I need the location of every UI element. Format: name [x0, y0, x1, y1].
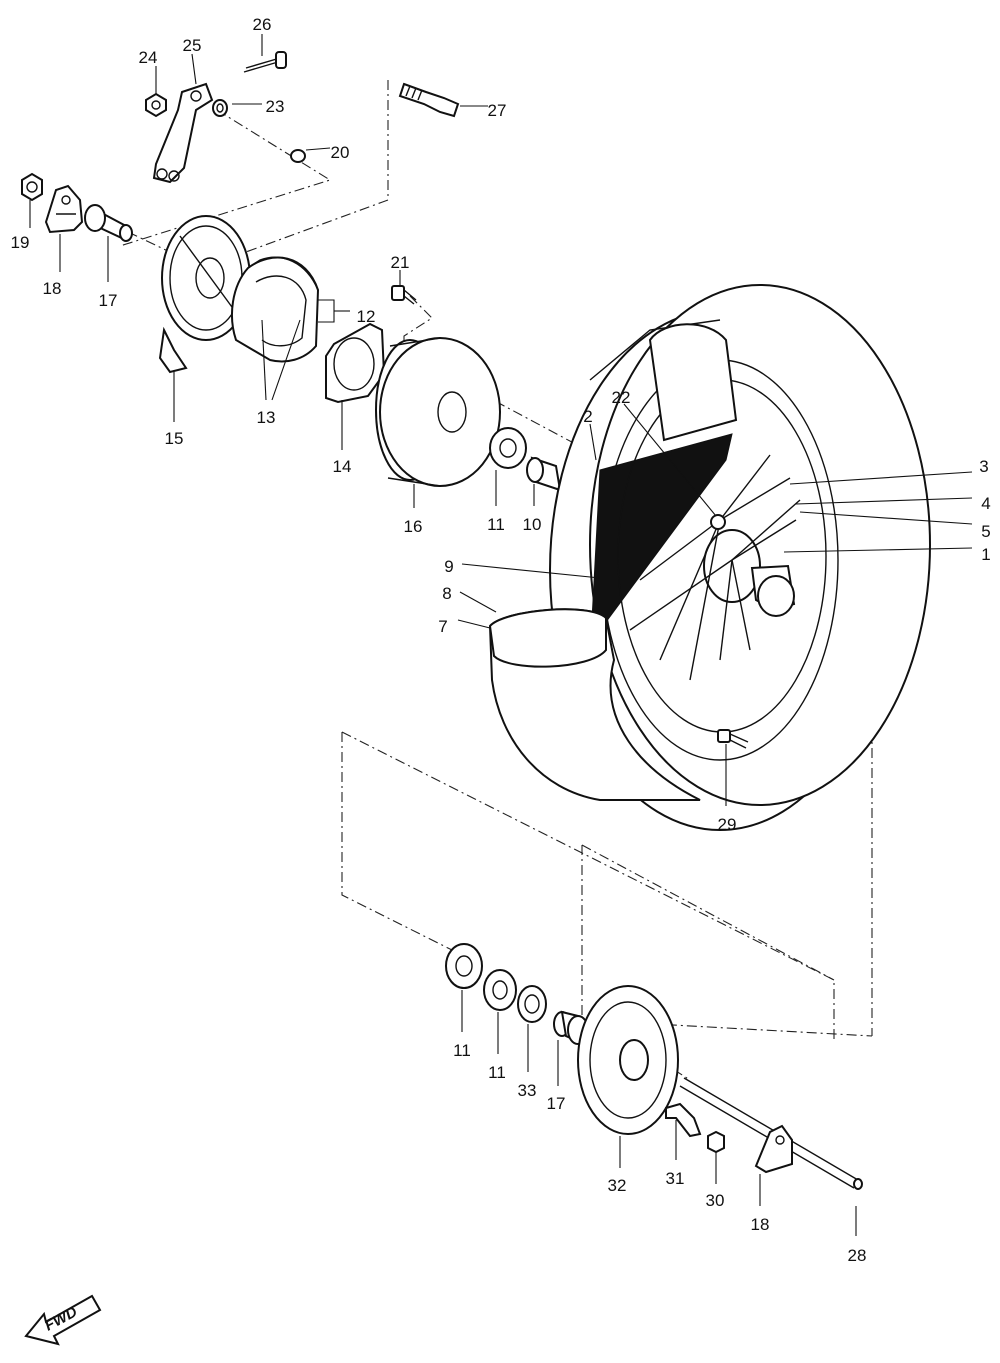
part-33-oil-seal	[517, 985, 547, 1023]
part-26-bolt	[243, 51, 287, 73]
fwd-arrow: FWD	[24, 1294, 102, 1346]
part-19-nut	[21, 172, 43, 202]
callout-17: 17	[99, 291, 118, 310]
callout-26: 26	[253, 15, 272, 34]
spokes	[629, 454, 801, 681]
part-18-chain-adjuster-lower	[754, 1124, 793, 1174]
part-17-collar	[84, 204, 133, 242]
part-18-chain-adjuster	[44, 184, 84, 234]
part-17-collar-lower	[553, 1010, 589, 1046]
callout-25: 25	[183, 36, 202, 55]
callout-7: 7	[438, 617, 447, 636]
part-10-spacer	[526, 456, 562, 492]
callout-17: 17	[547, 1094, 566, 1113]
callout-11: 11	[488, 1063, 506, 1082]
callout-8: 8	[442, 584, 451, 603]
part-7-tire-section	[488, 608, 701, 801]
part-14-gasket	[325, 322, 386, 404]
callout-21: 21	[391, 253, 410, 272]
callout-16: 16	[404, 517, 423, 536]
callout-12: 12	[357, 307, 376, 326]
part-27-valve	[398, 82, 460, 118]
callout-4: 4	[981, 494, 990, 513]
part-20-o-ring	[290, 149, 306, 163]
part-24-nut	[145, 92, 167, 118]
callout-10: 10	[523, 515, 542, 534]
part-29-bolt	[717, 729, 749, 749]
callout-20: 20	[331, 143, 350, 162]
leader-lines	[29, 34, 973, 1236]
part-11-bearing-upper	[489, 427, 527, 469]
part-25-brake-arm	[152, 82, 214, 184]
callout-9: 9	[444, 557, 453, 576]
tire-top-section	[648, 323, 738, 442]
callout-29: 29	[718, 815, 737, 834]
callout-33: 33	[518, 1081, 537, 1100]
callout-11: 11	[487, 515, 505, 534]
callout-24: 24	[139, 48, 158, 67]
callout-18: 18	[751, 1215, 770, 1234]
part-11-bearing-lower-a	[445, 943, 483, 989]
part-21-bolt	[391, 285, 417, 305]
part-13-brake-shoes	[231, 256, 320, 363]
part-23-washer	[212, 99, 228, 117]
callout-22: 22	[612, 388, 631, 407]
part-16-brake-drum	[375, 337, 501, 487]
callout-18: 18	[43, 279, 62, 298]
part-30-nut	[707, 1130, 725, 1154]
callout-1: 1	[981, 545, 990, 564]
part-32-sprocket	[577, 985, 679, 1135]
callout-3: 3	[979, 457, 988, 476]
callout-30: 30	[706, 1191, 725, 1210]
callout-32: 32	[608, 1176, 627, 1195]
callout-14: 14	[333, 457, 352, 476]
part-31-lock-plate	[665, 1102, 702, 1138]
callout-31: 31	[666, 1169, 685, 1188]
callout-28: 28	[848, 1246, 867, 1265]
callout-11: 11	[453, 1041, 471, 1060]
callout-27: 27	[488, 101, 507, 120]
part-11-bearing-lower-b	[483, 969, 517, 1011]
callout-15: 15	[165, 429, 184, 448]
callout-2: 2	[583, 407, 592, 426]
callout-23: 23	[266, 97, 285, 116]
callout-5: 5	[981, 522, 990, 541]
callout-19: 19	[11, 233, 30, 252]
callout-13: 13	[257, 408, 276, 427]
